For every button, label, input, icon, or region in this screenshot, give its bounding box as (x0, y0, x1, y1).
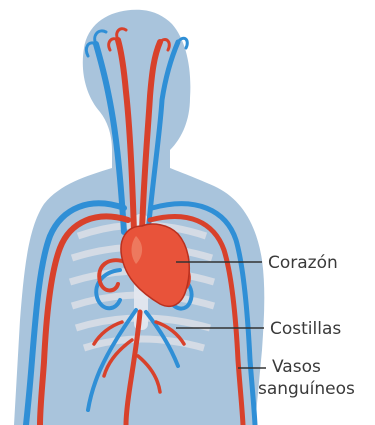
vessels-label-line1: Vasos (272, 357, 321, 377)
heart-label: Corazón (268, 253, 338, 273)
ribs-label: Costillas (270, 319, 341, 339)
vessels-label-line2: sanguíneos (258, 379, 355, 399)
